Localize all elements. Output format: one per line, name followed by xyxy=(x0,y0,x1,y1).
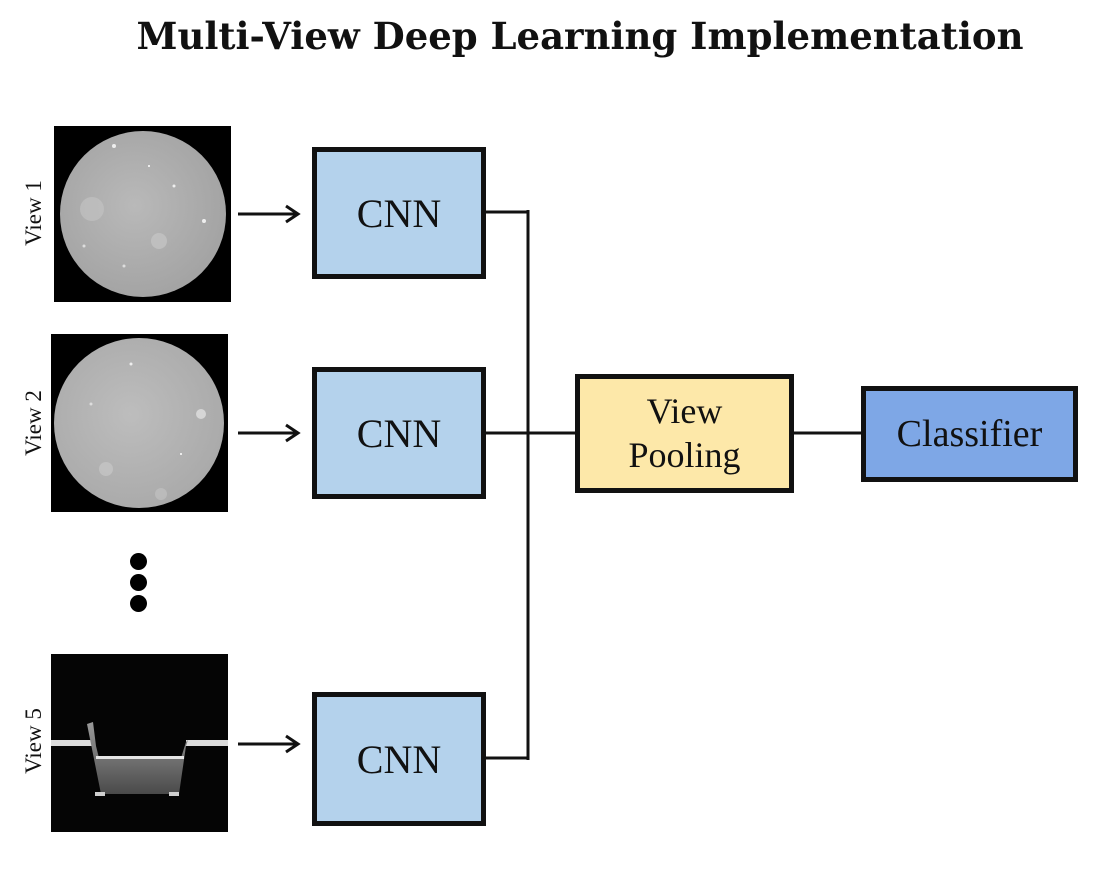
ellipsis-dot xyxy=(130,595,147,612)
cnn-box-2: CNN xyxy=(312,367,486,499)
view-2-image xyxy=(51,334,228,512)
classifier-box: Classifier xyxy=(861,386,1078,482)
ellipsis-dot xyxy=(130,553,147,570)
cnn-box-5: CNN xyxy=(312,692,486,826)
ellipsis-dot xyxy=(130,574,147,591)
view-5-image xyxy=(51,654,228,832)
view-1-image xyxy=(54,126,231,302)
view-5-label: View 5 xyxy=(21,708,46,774)
view-pooling-line-1: View xyxy=(646,391,723,432)
cnn-box-1: CNN xyxy=(312,147,486,279)
view-2-label: View 2 xyxy=(21,390,46,456)
view-pooling-box: View Pooling xyxy=(575,374,794,493)
diagram-title: Multi-View Deep Learning Implementation xyxy=(136,14,1024,58)
view-pooling-line-2: Pooling xyxy=(628,434,741,475)
